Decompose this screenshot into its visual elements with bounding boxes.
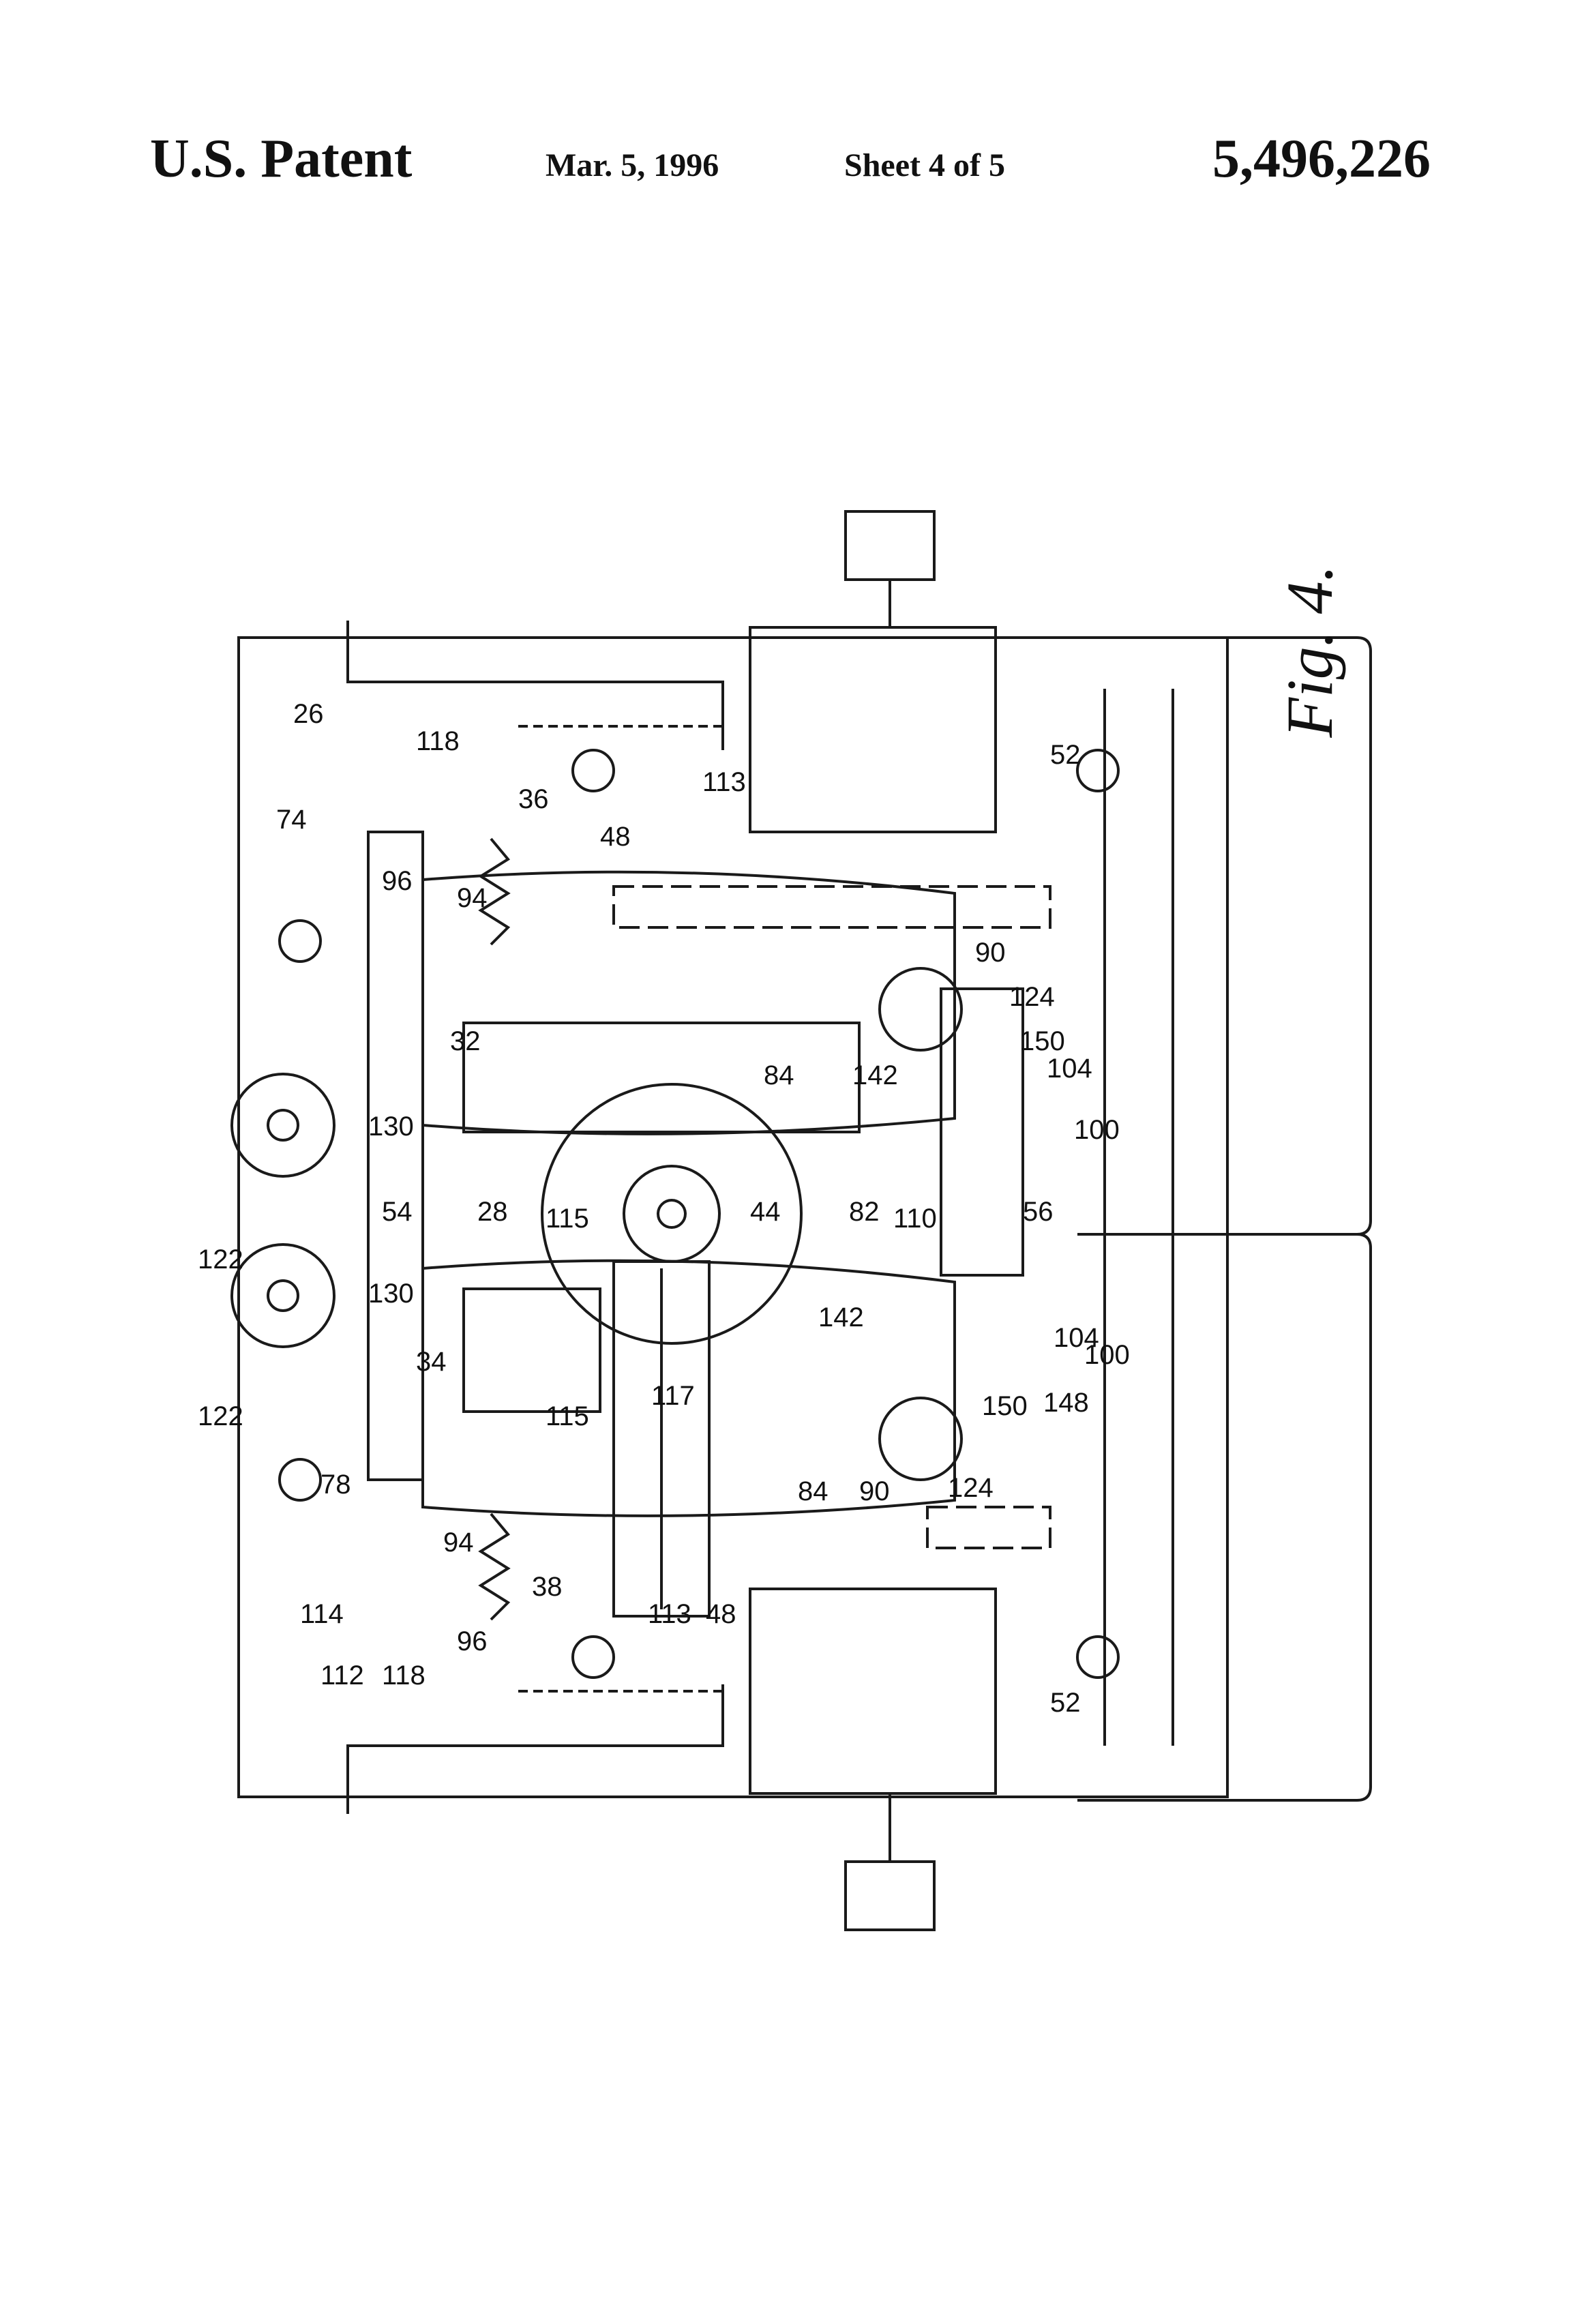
ref-numeral: 104 bbox=[1054, 1323, 1099, 1353]
spring-lower bbox=[478, 1513, 511, 1621]
roller-wheel-hub bbox=[267, 1109, 299, 1142]
clutch-block-lower bbox=[749, 1588, 997, 1795]
ref-numeral: 150 bbox=[1019, 1026, 1065, 1056]
ref-numeral: 94 bbox=[457, 883, 488, 913]
ref-numeral: 118 bbox=[382, 1660, 426, 1690]
ref-numeral: 118 bbox=[416, 726, 460, 756]
ref-numeral: 84 bbox=[764, 1060, 794, 1090]
clutch-block-upper bbox=[749, 626, 997, 833]
pivot-bolt bbox=[878, 967, 963, 1052]
figure-caption: Fig. 4. bbox=[1273, 565, 1346, 738]
housing-frame bbox=[237, 636, 1229, 1798]
ref-numeral: 36 bbox=[518, 784, 549, 814]
bolt-assembly bbox=[612, 1260, 711, 1618]
ref-numeral: 130 bbox=[368, 1279, 414, 1309]
roller-wheel bbox=[230, 1073, 335, 1178]
ref-numeral: 112 bbox=[320, 1660, 364, 1690]
roller-wheel bbox=[230, 1243, 335, 1348]
lever-arm bbox=[367, 831, 424, 1481]
ref-numeral: 96 bbox=[382, 866, 413, 896]
mount-hole bbox=[1076, 749, 1120, 792]
patent-date: Mar. 5, 1996 bbox=[546, 147, 719, 183]
ref-numeral: 84 bbox=[798, 1476, 829, 1506]
upper-bracket bbox=[346, 621, 724, 750]
mount-hole bbox=[278, 1458, 322, 1502]
ref-numeral: 48 bbox=[706, 1599, 736, 1629]
ref-numeral: 117 bbox=[651, 1381, 695, 1411]
ref-numeral: 44 bbox=[750, 1197, 781, 1227]
ref-numeral: 78 bbox=[320, 1470, 351, 1500]
mount-hole bbox=[571, 1635, 615, 1679]
sheave-lower bbox=[421, 1259, 956, 1517]
ref-numeral: 90 bbox=[975, 938, 1006, 968]
member-56 bbox=[940, 987, 1024, 1277]
ref-numeral: 150 bbox=[982, 1391, 1028, 1421]
pivot-bolt bbox=[878, 1397, 963, 1481]
ref-numeral: 122 bbox=[198, 1245, 243, 1275]
sheave-upper bbox=[421, 870, 956, 1135]
ref-numeral: 130 bbox=[368, 1112, 414, 1142]
ref-numeral: 96 bbox=[457, 1626, 488, 1656]
ref-numeral: 56 bbox=[1023, 1197, 1054, 1227]
end-nut bbox=[844, 510, 936, 581]
ref-numeral: 38 bbox=[532, 1572, 563, 1602]
ref-numeral: 26 bbox=[293, 699, 324, 729]
drive-chain-lower bbox=[926, 1506, 1051, 1549]
ref-numeral: 113 bbox=[702, 767, 746, 797]
guard-rail-upper bbox=[1077, 636, 1372, 1236]
spring-upper bbox=[478, 837, 511, 946]
ref-numeral: 124 bbox=[948, 1473, 994, 1503]
pulley-face bbox=[462, 1022, 861, 1133]
shaft-nut bbox=[623, 1165, 721, 1263]
roller-wheel-hub bbox=[267, 1279, 299, 1312]
mount-hole bbox=[1076, 1635, 1120, 1679]
ref-numeral: 94 bbox=[443, 1528, 474, 1558]
guard-rail-lower bbox=[1077, 1233, 1372, 1802]
ref-numeral: 114 bbox=[300, 1599, 344, 1629]
sheet-indicator: Sheet 4 of 5 bbox=[844, 147, 1005, 183]
ref-numeral: 28 bbox=[477, 1197, 508, 1227]
shaft-hub bbox=[541, 1083, 803, 1345]
ref-numeral: 82 bbox=[849, 1197, 880, 1227]
mount-hole bbox=[571, 749, 615, 792]
ref-numeral: 52 bbox=[1050, 1688, 1081, 1718]
ref-numeral: 122 bbox=[198, 1401, 243, 1431]
ref-numeral: 34 bbox=[416, 1347, 447, 1377]
drive-chain-upper bbox=[612, 885, 1051, 929]
ref-numeral: 148 bbox=[1043, 1388, 1089, 1418]
ref-numeral: 115 bbox=[546, 1401, 589, 1431]
ref-numeral: 52 bbox=[1050, 740, 1081, 770]
mount-hole bbox=[278, 919, 322, 963]
ref-numeral: 104 bbox=[1047, 1054, 1092, 1084]
ref-numeral: 90 bbox=[859, 1476, 890, 1506]
ref-numeral: 110 bbox=[893, 1204, 937, 1234]
ref-numeral: 100 bbox=[1074, 1115, 1120, 1145]
ref-numeral: 32 bbox=[450, 1026, 481, 1056]
patent-number: 5,496,226 bbox=[1212, 129, 1431, 189]
shaft-center bbox=[657, 1199, 687, 1229]
ref-numeral: 142 bbox=[818, 1302, 864, 1332]
lower-bracket bbox=[346, 1684, 724, 1814]
pulley-face bbox=[462, 1287, 601, 1413]
patent-label: U.S. Patent bbox=[150, 129, 413, 189]
ref-numeral: 142 bbox=[852, 1060, 898, 1090]
ref-numeral: 54 bbox=[382, 1197, 413, 1227]
ref-numeral: 48 bbox=[600, 822, 631, 852]
ref-numeral: 113 bbox=[648, 1599, 691, 1629]
end-nut bbox=[844, 1860, 936, 1931]
ref-numeral: 74 bbox=[276, 805, 307, 835]
ref-numeral: 115 bbox=[546, 1204, 589, 1234]
ref-numeral: 124 bbox=[1009, 982, 1055, 1012]
ref-numeral: 100 bbox=[1084, 1340, 1130, 1370]
